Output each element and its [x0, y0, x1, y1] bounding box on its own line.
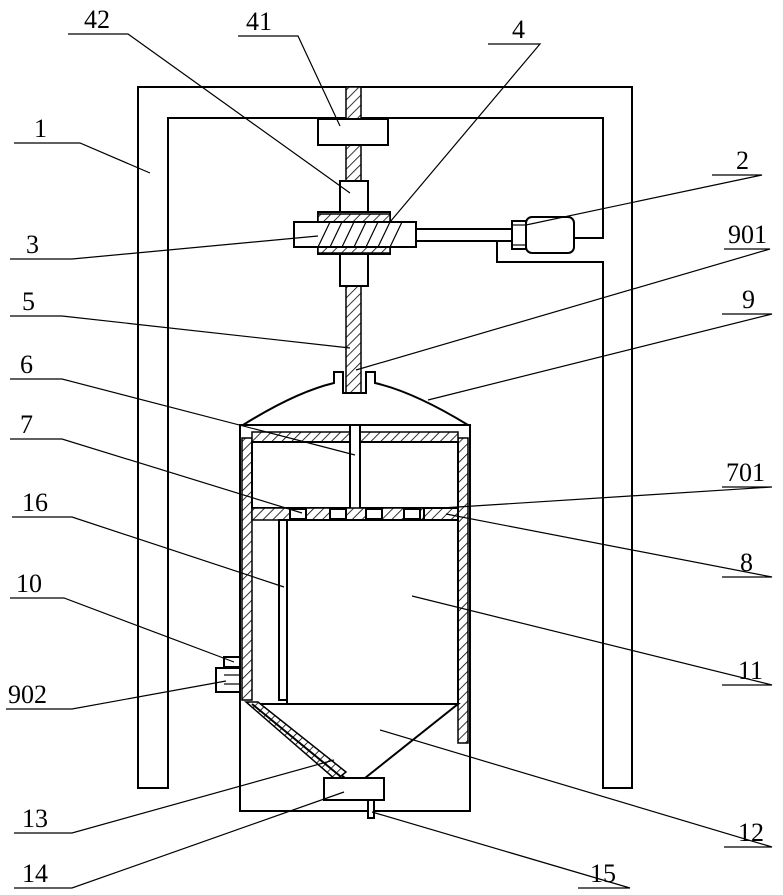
label-42: 42 — [84, 5, 110, 34]
label-701: 701 — [726, 458, 765, 487]
label-41: 41 — [246, 7, 272, 36]
label-7: 7 — [20, 410, 33, 439]
nut-sleeve — [340, 181, 368, 213]
label-8: 8 — [740, 548, 753, 577]
worm-gear-assembly — [294, 212, 416, 254]
label-15: 15 — [590, 859, 616, 888]
label-14: 14 — [22, 859, 48, 888]
label-4: 4 — [512, 15, 525, 44]
label-1: 1 — [34, 114, 47, 143]
motor — [416, 217, 574, 253]
label-901: 901 — [728, 220, 767, 249]
label-902: 902 — [8, 680, 47, 709]
label-13: 13 — [22, 804, 48, 833]
label-16: 16 — [22, 488, 48, 517]
label-11: 11 — [738, 656, 763, 685]
bearing-block — [318, 119, 388, 145]
label-2: 2 — [736, 146, 749, 175]
label-5: 5 — [22, 287, 35, 316]
label-10: 10 — [16, 569, 42, 598]
label-9: 9 — [742, 285, 755, 314]
lower-sleeve — [340, 254, 368, 286]
label-6: 6 — [20, 350, 33, 379]
tank — [216, 372, 470, 818]
label-3: 3 — [26, 230, 39, 259]
label-12: 12 — [738, 818, 764, 847]
